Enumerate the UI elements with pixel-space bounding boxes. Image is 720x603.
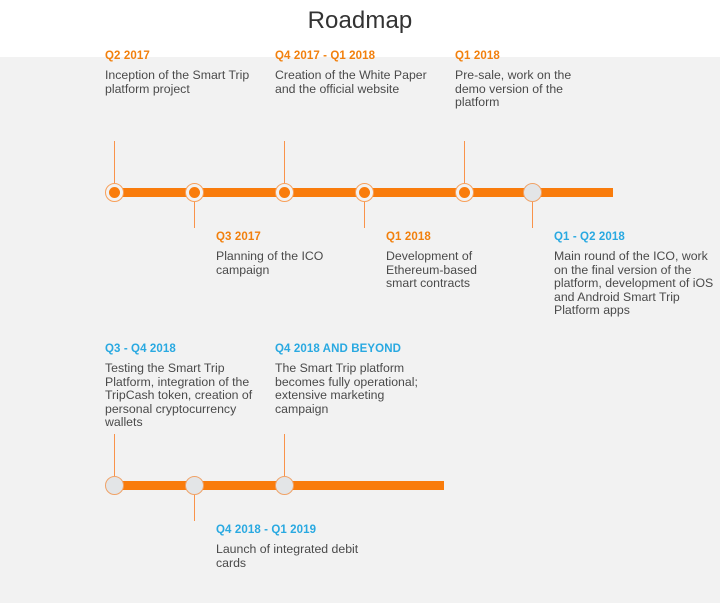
milestone-node-m6[interactable] (522, 183, 542, 202)
milestone-stem (284, 433, 285, 486)
milestone-node-m3[interactable] (274, 183, 294, 202)
milestone-period-label: Q2 2017 (105, 50, 150, 62)
milestone-description: Launch of integrated debit cards (216, 542, 359, 570)
milestone-period-label: Q4 2017 - Q1 2018 (275, 50, 376, 62)
milestone-node-core (108, 187, 120, 198)
milestone-node-m2[interactable] (184, 183, 204, 202)
milestone-node-m9[interactable] (274, 476, 294, 495)
milestone-node-core (109, 480, 120, 491)
milestone-stem (464, 140, 465, 193)
milestone-description: Testing the Smart Trip Platform, integra… (105, 361, 253, 430)
milestone-period-label: Q3 2017 (216, 231, 261, 243)
milestone-stem (284, 140, 285, 193)
milestone-node-core (458, 187, 470, 198)
milestone-node-m7[interactable] (104, 476, 124, 495)
page-header: Roadmap (0, 0, 720, 57)
milestone-node-core (358, 187, 370, 198)
milestone-description: Pre-sale, work on the demo version of th… (455, 68, 572, 110)
milestone-node-core (279, 480, 290, 491)
page-title: Roadmap (307, 7, 413, 34)
milestone-description: Creation of the White Paper and the offi… (275, 68, 427, 96)
milestone-description: Main round of the ICO, work on the final… (554, 249, 714, 318)
milestone-period-label: Q1 2018 (386, 231, 431, 243)
milestone-stem (114, 140, 115, 193)
milestone-period-label: Q1 - Q2 2018 (554, 231, 625, 243)
milestone-node-core (527, 187, 538, 198)
milestone-stem (194, 195, 195, 228)
milestone-stem (114, 433, 115, 486)
milestone-stem (532, 195, 533, 228)
milestone-stem (364, 195, 365, 228)
milestone-period-label: Q4 2018 - Q1 2019 (216, 524, 317, 536)
milestone-description: Inception of the Smart Trip platform pro… (105, 68, 250, 96)
milestone-description: The Smart Trip platform becomes fully op… (275, 361, 418, 416)
milestone-description: Development of Ethereum-based smart cont… (386, 249, 477, 291)
milestone-period-label: Q4 2018 AND BEYOND (275, 343, 401, 355)
milestone-period-label: Q1 2018 (455, 50, 500, 62)
milestone-node-m8[interactable] (184, 476, 204, 495)
milestone-node-core (189, 480, 200, 491)
milestone-period-label: Q3 - Q4 2018 (105, 343, 176, 355)
milestone-node-core (188, 187, 200, 198)
milestone-node-m1[interactable] (104, 183, 124, 202)
milestone-description: Planning of the ICO campaign (216, 249, 324, 277)
milestone-node-m4[interactable] (354, 183, 374, 202)
milestone-node-m5[interactable] (454, 183, 474, 202)
milestone-node-core (278, 187, 290, 198)
milestone-stem (194, 488, 195, 521)
milestone-entry-m9: Q4 2018 AND BEYOND The Smart Trip platfor… (275, 342, 440, 416)
